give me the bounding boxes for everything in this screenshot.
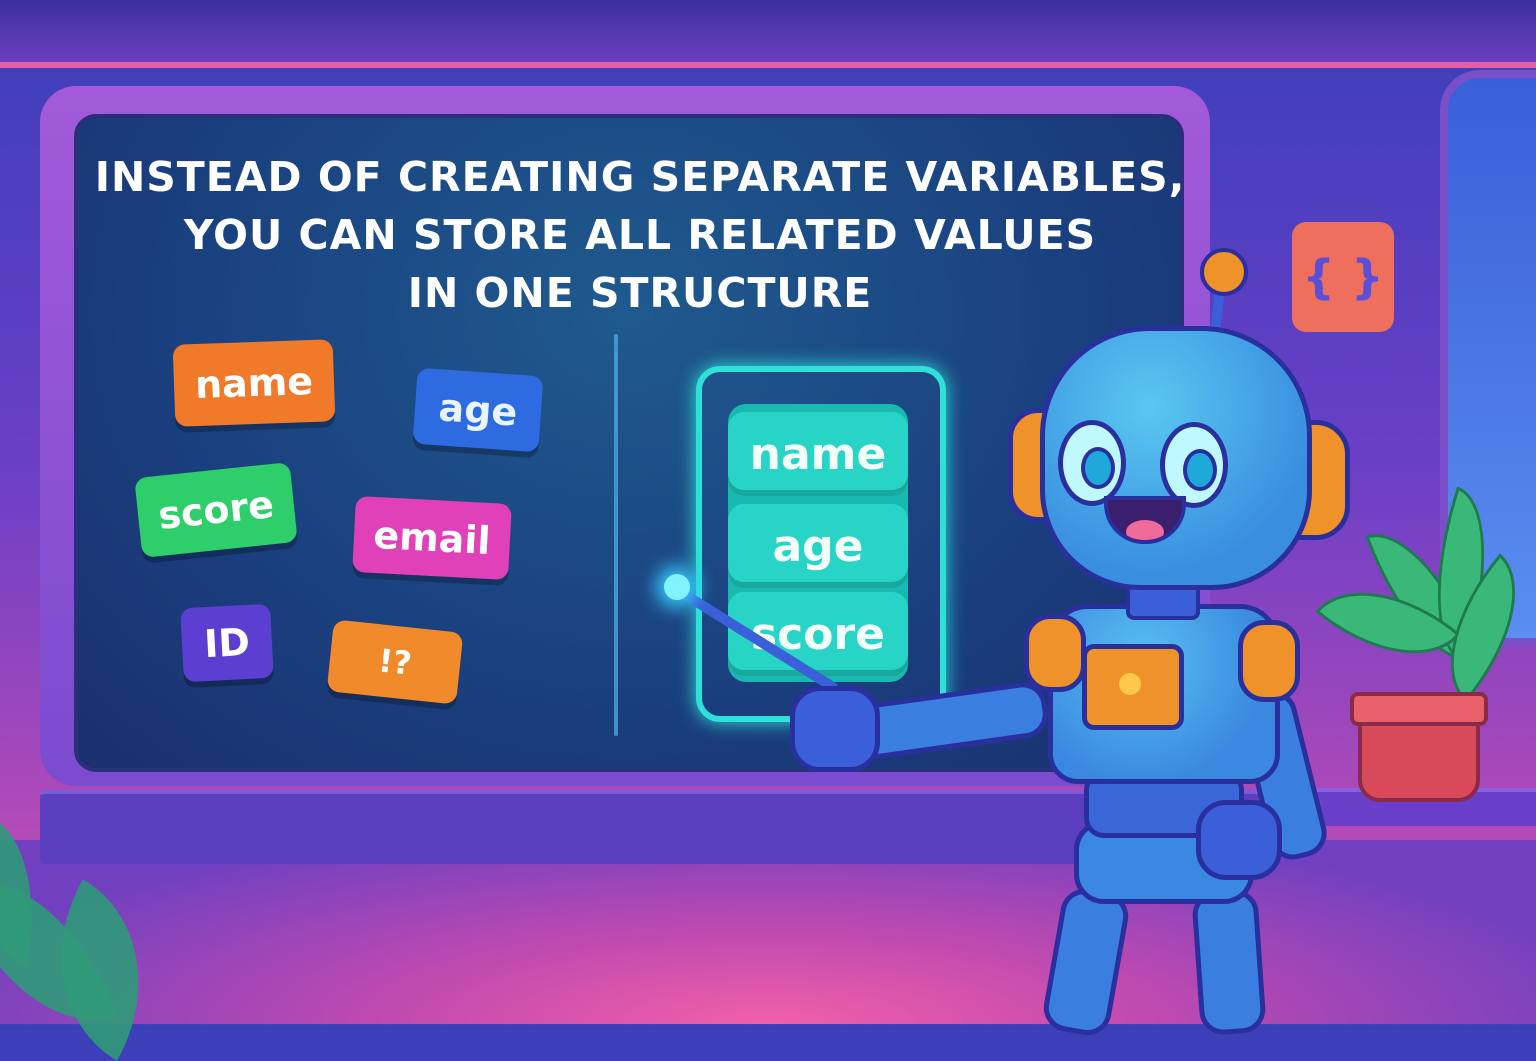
counter bbox=[40, 790, 1280, 864]
plant-pot-rim bbox=[1350, 692, 1488, 726]
robot-eye-right bbox=[1160, 422, 1228, 508]
tag-name: name bbox=[172, 339, 336, 427]
headline-line-3: IN ONE STRUCTURE bbox=[407, 269, 873, 317]
headline-line-1: INSTEAD OF CREATING SEPARATE VARIABLES, bbox=[94, 153, 1186, 201]
robot-shoulder-left bbox=[1024, 614, 1086, 692]
headline: INSTEAD OF CREATING SEPARATE VARIABLES, … bbox=[0, 148, 1280, 322]
structure-cell-age: age bbox=[728, 504, 908, 588]
robot-leg-right bbox=[1191, 887, 1267, 1037]
robot-eye-left bbox=[1058, 420, 1126, 506]
pointer-glow-tip bbox=[664, 574, 690, 600]
code-braces-sign: { } bbox=[1292, 222, 1394, 332]
tag-score: score bbox=[134, 462, 298, 558]
robot-antenna-ball bbox=[1200, 248, 1248, 296]
robot-hand-left bbox=[790, 686, 880, 772]
structure-cell-name: name bbox=[728, 412, 908, 496]
tag-age: age bbox=[412, 367, 544, 453]
tag-id: ID bbox=[180, 603, 274, 683]
tag-email: email bbox=[352, 495, 512, 581]
headline-line-2: YOU CAN STORE ALL RELATED VALUES bbox=[183, 211, 1097, 259]
tag-unknown: !? bbox=[326, 619, 464, 705]
robot-chest-panel bbox=[1082, 644, 1184, 730]
ceiling bbox=[0, 0, 1536, 68]
robot-shoulder-right bbox=[1238, 620, 1300, 702]
board-divider bbox=[614, 334, 618, 736]
robot-hand-right bbox=[1196, 800, 1282, 880]
floor bbox=[0, 840, 1536, 1024]
